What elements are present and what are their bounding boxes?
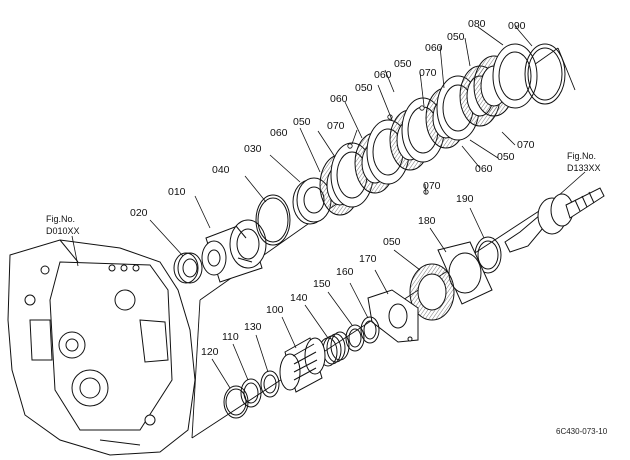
part-label-010[interactable]: 010 (168, 186, 186, 198)
part-label-060-b[interactable]: 060 (330, 93, 348, 105)
part-label-090[interactable]: 090 (508, 20, 526, 32)
part-label-160[interactable]: 160 (336, 266, 354, 278)
part-label-070-c[interactable]: 070 (517, 139, 535, 151)
transmission-housing (7, 239, 196, 456)
right-fig-ref-label: Fig.No. (567, 151, 597, 161)
part-010-clutch-drum (201, 219, 267, 283)
part-label-150[interactable]: 150 (313, 278, 331, 290)
output-shaft (504, 187, 605, 253)
part-label-050-d[interactable]: 050 (447, 31, 465, 43)
part-label-110[interactable]: 110 (222, 331, 239, 343)
part-label-050-a[interactable]: 050 (293, 116, 311, 128)
part-160-ring (360, 316, 380, 344)
part-label-070-b[interactable]: 070 (419, 67, 437, 79)
part-110-ring (240, 378, 262, 408)
part-label-070-d[interactable]: 070 (423, 180, 441, 192)
part-020-bearing (173, 252, 203, 284)
leader-lines (149, 25, 533, 389)
part-label-050-b[interactable]: 050 (355, 82, 373, 94)
right-fig-ref-code[interactable]: D133XX (567, 163, 601, 173)
part-label-070-a[interactable]: 070 (327, 120, 345, 132)
part-label-050-c[interactable]: 050 (394, 58, 412, 70)
part-120-ring (223, 385, 249, 419)
part-label-060-c[interactable]: 060 (374, 69, 392, 81)
part-label-170[interactable]: 170 (359, 253, 377, 265)
part-label-180[interactable]: 180 (418, 215, 436, 227)
part-040-seal-ring (255, 194, 291, 246)
drawing-code: 6C430-073-10 (556, 427, 608, 436)
left-fig-ref-label: Fig.No. (46, 214, 76, 224)
part-150-ring (345, 324, 365, 352)
clutch-pack (319, 43, 538, 216)
part-label-140[interactable]: 140 (290, 292, 308, 304)
part-090-snap-ring (524, 43, 566, 105)
part-180-plate (437, 241, 493, 305)
part-080-pressure-plate (492, 43, 538, 109)
part-label-190[interactable]: 190 (456, 193, 474, 205)
part-label-020[interactable]: 020 (130, 207, 148, 219)
ref-leaders (71, 171, 586, 267)
part-label-060-d[interactable]: 060 (425, 42, 443, 54)
part-label-030[interactable]: 030 (244, 143, 262, 155)
part-label-060-e[interactable]: 060 (475, 163, 493, 175)
part-label-050-f[interactable]: 050 (383, 236, 401, 248)
left-fig-ref-code[interactable]: D010XX (46, 226, 80, 236)
part-130-ring (260, 370, 280, 398)
part-label-130[interactable]: 130 (244, 321, 262, 333)
part-label-040[interactable]: 040 (212, 164, 230, 176)
part-100-splined-hub (279, 337, 326, 393)
part-label-050-e[interactable]: 050 (497, 151, 515, 163)
part-label-100[interactable]: 100 (266, 304, 284, 316)
part-label-120[interactable]: 120 (201, 346, 219, 358)
part-label-060-a[interactable]: 060 (270, 127, 288, 139)
part-label-080[interactable]: 080 (468, 18, 486, 30)
part-050-friction-disc-lower (409, 263, 455, 321)
